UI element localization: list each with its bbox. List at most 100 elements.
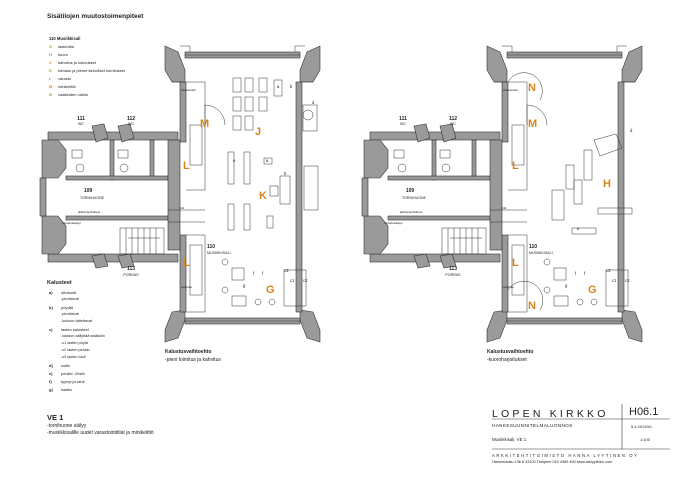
zone-label: N bbox=[528, 300, 536, 312]
zone-label: L bbox=[183, 160, 190, 172]
zone-label: M bbox=[200, 118, 210, 130]
drawing-scale: 1:100 bbox=[640, 437, 651, 442]
drawing-date: 5.4.2019/VL bbox=[631, 424, 653, 429]
room-number: 110 bbox=[529, 244, 538, 250]
room-name: PORRAS bbox=[445, 273, 461, 277]
room-number-small: 111 bbox=[180, 206, 185, 210]
furniture-tag: a bbox=[277, 84, 280, 89]
furniture-tag: f bbox=[262, 271, 264, 276]
room-number: 112 bbox=[448, 116, 458, 122]
plan-note: jäähdytys/laitteet bbox=[400, 210, 423, 214]
caption-title: Kalustusvaihtoehto bbox=[487, 349, 534, 355]
furniture-item: d)soitin bbox=[49, 363, 71, 368]
plan-note: varastokaappi bbox=[384, 221, 403, 225]
caption-subtitle: -pieni toimitus ja kahvitus bbox=[165, 357, 221, 363]
zone-label: M bbox=[528, 118, 538, 130]
zone-label: G bbox=[266, 284, 275, 296]
room-name: MUSIIKKISALI bbox=[207, 251, 231, 255]
project-name: LOPEN KIRKKO bbox=[492, 408, 609, 420]
zone-label: L bbox=[512, 160, 519, 172]
zone-label: J bbox=[255, 126, 262, 138]
furniture-tag: c2 bbox=[625, 278, 630, 283]
furniture-sub: -pinottavat bbox=[61, 312, 79, 316]
furniture-tag: f bbox=[253, 271, 255, 276]
office-name: ARKKITEHTITOIMISTO HANNA LYYTINEN OY bbox=[492, 453, 639, 458]
zone-label: N bbox=[528, 82, 536, 94]
furniture-tag: f bbox=[584, 271, 586, 276]
furniture-tag: b bbox=[290, 84, 293, 89]
room-number: 112 bbox=[126, 116, 136, 122]
ve-line: -musiikkisalille uudet varastointitilat … bbox=[47, 430, 154, 436]
furniture-sub: -c3 lasten tuoli bbox=[61, 355, 86, 359]
room-number: 113 bbox=[126, 266, 136, 272]
room-number: 111 bbox=[77, 116, 85, 122]
room-name: WC bbox=[128, 122, 134, 126]
furniture-sub: -c2 lasten penkki bbox=[61, 348, 90, 352]
plan-note: jäähdytys/laitteet bbox=[78, 210, 101, 214]
furniture-tag: a bbox=[266, 158, 269, 163]
room-number: 113 bbox=[448, 266, 458, 272]
furniture-item: g)kaatto bbox=[49, 387, 72, 392]
furniture-tag: e bbox=[577, 226, 580, 231]
furniture-tag: c1 bbox=[612, 278, 617, 283]
room-name: TORNIHUONE bbox=[79, 196, 105, 200]
furniture-tag: g bbox=[243, 283, 246, 288]
furniture-sub: -vadson säilyttää sisäkkiin bbox=[61, 334, 105, 338]
room-number: 110 bbox=[207, 244, 216, 250]
furniture-tag: g bbox=[565, 283, 568, 288]
plan-note: varastokaappi bbox=[62, 221, 81, 225]
furniture-item: a)ottotuolit bbox=[49, 290, 77, 295]
plan-note: pikkukeittiö bbox=[503, 88, 518, 92]
furniture-title: Kalusteet bbox=[47, 280, 72, 286]
zone-label: G bbox=[588, 284, 597, 296]
caption-title: Kalustusvaihtoehto bbox=[165, 349, 212, 355]
furniture-tag: f bbox=[575, 271, 577, 276]
ve-line: -tornihuone säilyy bbox=[47, 423, 87, 429]
room-number: 111 bbox=[399, 116, 407, 122]
project-subtitle: HANKESUUNNITELMALUONNOS bbox=[492, 423, 573, 428]
furniture-tag: c3 bbox=[606, 268, 611, 273]
room-name: TORNIHUONE bbox=[401, 196, 427, 200]
furniture-tag: d bbox=[630, 128, 633, 133]
plan-note: sulkutila bbox=[503, 285, 514, 289]
drawing-name: Musiikkisali, VE 1 bbox=[492, 437, 527, 442]
furniture-tag: b bbox=[284, 171, 287, 176]
furniture-tag: c1 bbox=[290, 278, 295, 283]
legend-room: 110 Musiikkisali bbox=[49, 36, 81, 41]
room-number: 109 bbox=[405, 188, 415, 194]
room-number-small: 111 bbox=[502, 206, 507, 210]
ve-title: VE 1 bbox=[47, 413, 64, 422]
zone-label: L bbox=[512, 257, 519, 269]
furniture-sub: -kokoon taitettavat bbox=[61, 319, 93, 323]
office-address: Hämeenkatu 13b A 33100 Tampere 010 4389 … bbox=[492, 460, 613, 464]
room-name: WC bbox=[78, 122, 84, 126]
room-name: PORRAS bbox=[123, 273, 139, 277]
furniture-tag: e bbox=[233, 158, 236, 163]
zone-label: K bbox=[259, 190, 267, 202]
plan-note: pikkukeittiö bbox=[181, 88, 196, 92]
room-name: MUSIIKKISALI bbox=[529, 251, 553, 255]
furniture-item: b)pöydät bbox=[49, 305, 74, 310]
plan-note: sulkutila bbox=[181, 285, 192, 289]
room-name: WC bbox=[450, 122, 456, 126]
legend-title: Sisätilojen muutostoimenpiteet bbox=[47, 13, 144, 20]
room-name: WC bbox=[400, 122, 406, 126]
furniture-tag: c2 bbox=[303, 278, 308, 283]
furniture-sub: -pinottavat bbox=[61, 297, 79, 301]
caption-subtitle: -kuoroharjoitukset bbox=[487, 357, 527, 363]
zone-label: H bbox=[603, 178, 611, 190]
furniture-sub: -c1 lasten pöytä bbox=[61, 341, 88, 345]
drawing-number: H06.1 bbox=[629, 406, 659, 418]
furniture-tag: c3 bbox=[284, 268, 289, 273]
zone-label: L bbox=[183, 257, 190, 269]
furniture-item: c)lasten kalusteet bbox=[49, 327, 89, 332]
